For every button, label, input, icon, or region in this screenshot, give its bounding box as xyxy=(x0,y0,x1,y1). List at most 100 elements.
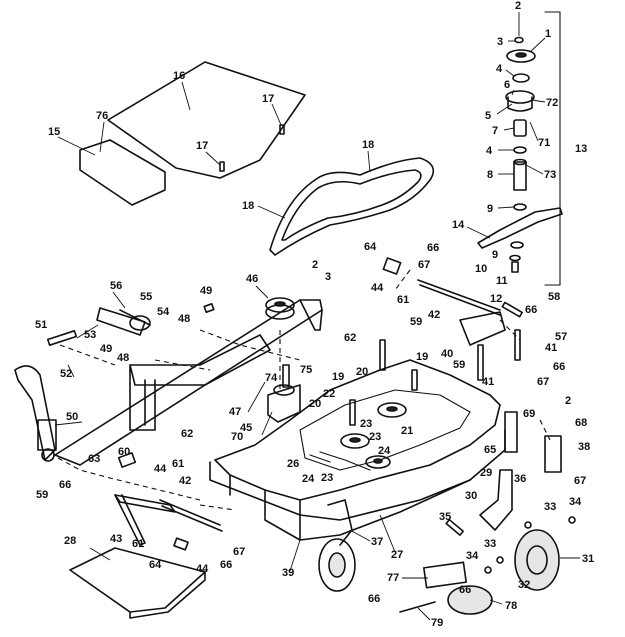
label-12: 12 xyxy=(490,293,502,305)
label-4: 4 xyxy=(496,63,503,75)
label-17b: 17 xyxy=(196,140,208,152)
label-43: 43 xyxy=(110,533,122,545)
part-labels: 2 3 1 4 6 5 72 7 71 4 8 73 9 13 14 9 10 … xyxy=(35,0,594,629)
label-33: 33 xyxy=(544,501,556,513)
label-22: 22 xyxy=(323,388,335,400)
label-67b: 67 xyxy=(537,376,549,388)
label-50: 50 xyxy=(66,411,78,423)
label-42b: 42 xyxy=(179,475,191,487)
label-27: 27 xyxy=(391,549,403,561)
label-60: 60 xyxy=(118,446,130,458)
label-3b: 3 xyxy=(325,271,331,283)
label-40: 40 xyxy=(441,348,453,360)
assembly-lines xyxy=(57,269,551,511)
label-62: 62 xyxy=(344,332,356,344)
label-34b: 34 xyxy=(466,550,479,562)
label-9: 9 xyxy=(487,203,493,215)
label-34: 34 xyxy=(569,496,582,508)
label-44: 44 xyxy=(371,282,384,294)
label-11: 11 xyxy=(496,275,508,287)
label-38: 38 xyxy=(578,441,590,453)
label-42: 42 xyxy=(428,309,440,321)
label-15: 15 xyxy=(48,126,60,138)
label-73: 73 xyxy=(544,169,556,181)
label-66: 66 xyxy=(427,242,439,254)
label-44c: 44 xyxy=(196,563,209,575)
label-66e: 66 xyxy=(220,559,232,571)
label-30: 30 xyxy=(465,490,477,502)
label-52: 52 xyxy=(60,368,72,380)
label-25: 23 xyxy=(369,431,381,443)
label-20: 20 xyxy=(356,366,368,378)
label-61: 61 xyxy=(397,294,409,306)
label-47: 47 xyxy=(229,406,241,418)
label-66d: 66 xyxy=(59,479,71,491)
label-46: 46 xyxy=(246,273,258,285)
label-36: 36 xyxy=(514,473,526,485)
label-14: 14 xyxy=(452,219,465,231)
label-13: 13 xyxy=(575,143,587,155)
label-66g: 66 xyxy=(368,593,380,605)
label-48b: 48 xyxy=(117,352,129,364)
label-32: 32 xyxy=(518,579,530,591)
label-21: 21 xyxy=(401,425,413,437)
label-68: 68 xyxy=(575,417,587,429)
label-39: 39 xyxy=(282,567,294,579)
label-64: 64 xyxy=(364,241,377,253)
label-17: 17 xyxy=(262,93,274,105)
label-26: 26 xyxy=(287,458,299,470)
label-69: 69 xyxy=(523,408,535,420)
label-77: 77 xyxy=(387,572,399,584)
label-64b: 64 xyxy=(149,559,162,571)
label-51: 51 xyxy=(35,319,47,331)
label-1: 1 xyxy=(545,28,551,40)
label-20b: 20 xyxy=(309,398,321,410)
label-49: 49 xyxy=(200,285,212,297)
label-44b: 44 xyxy=(154,463,167,475)
label-62b: 62 xyxy=(181,428,193,440)
label-29: 29 xyxy=(480,467,492,479)
label-31: 31 xyxy=(582,553,594,565)
label-8: 8 xyxy=(487,169,493,181)
label-66b: 66 xyxy=(525,304,537,316)
label-65: 65 xyxy=(484,444,496,456)
label-2: 2 xyxy=(515,0,521,12)
label-58: 58 xyxy=(548,291,560,303)
label-56: 56 xyxy=(110,280,122,292)
label-37: 37 xyxy=(371,536,383,548)
label-67d: 67 xyxy=(233,546,245,558)
label-67c: 67 xyxy=(574,475,586,487)
label-33b: 33 xyxy=(484,538,496,550)
label-24b: 24 xyxy=(302,473,315,485)
label-74: 74 xyxy=(265,372,278,384)
label-78: 78 xyxy=(505,600,517,612)
label-66f: 66 xyxy=(459,584,471,596)
label-23: 23 xyxy=(360,418,372,430)
label-66c: 66 xyxy=(553,361,565,373)
label-10: 10 xyxy=(475,263,487,275)
label-59c: 59 xyxy=(36,489,48,501)
hitch-frame xyxy=(14,257,523,466)
label-53: 53 xyxy=(84,329,96,341)
label-63: 63 xyxy=(88,453,100,465)
label-19b: 19 xyxy=(332,371,344,383)
label-28: 28 xyxy=(64,535,76,547)
label-9b: 9 xyxy=(492,249,498,261)
label-23b: 23 xyxy=(321,472,333,484)
belt-cover xyxy=(79,61,306,206)
mower-deck xyxy=(209,339,506,541)
label-75: 75 xyxy=(300,364,312,376)
label-19: 19 xyxy=(416,351,428,363)
label-7: 7 xyxy=(492,125,498,137)
label-67: 67 xyxy=(418,259,430,271)
drive-belt xyxy=(269,157,435,256)
label-2b: 2 xyxy=(312,259,318,271)
label-54: 54 xyxy=(157,306,170,318)
label-79: 79 xyxy=(431,617,443,629)
label-5: 5 xyxy=(485,110,491,122)
label-59: 59 xyxy=(410,316,422,328)
label-57: 57 xyxy=(555,331,567,343)
label-49b: 49 xyxy=(100,343,112,355)
label-61c: 61 xyxy=(132,538,144,550)
